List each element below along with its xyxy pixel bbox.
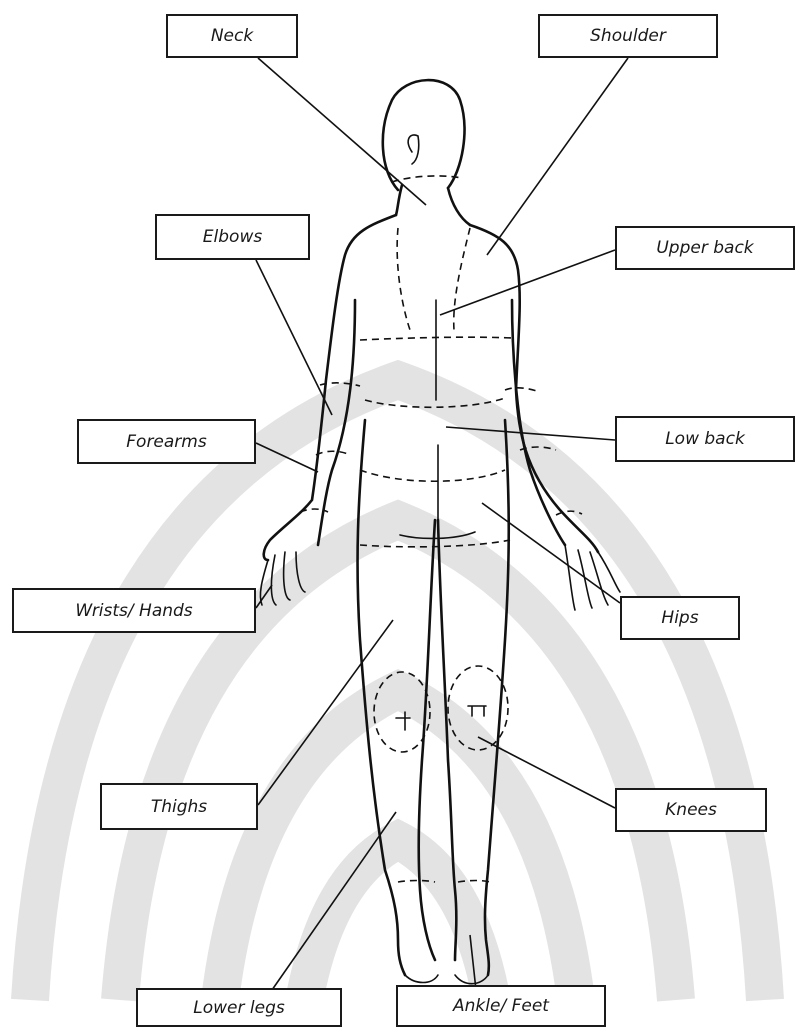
neck-right xyxy=(448,188,470,225)
label-forearms: Forearms xyxy=(77,419,256,464)
shoulder-blade-left xyxy=(397,228,410,330)
ankle-right xyxy=(458,881,490,883)
label-wrists-hands: Wrists/ Hands xyxy=(12,588,256,633)
leader-elbows xyxy=(256,260,332,415)
right-leg-outer xyxy=(485,420,509,975)
left-foot xyxy=(405,975,438,983)
shoulder-blade-right xyxy=(454,228,470,330)
low-back-lower xyxy=(360,470,505,481)
right-knee-mark xyxy=(468,706,486,716)
ear xyxy=(408,135,419,164)
leader-neck xyxy=(258,58,426,205)
label-elbows: Elbows xyxy=(155,214,310,260)
leader-upper-back xyxy=(440,250,615,315)
head xyxy=(383,80,465,190)
label-knees: Knees xyxy=(615,788,767,832)
leader-lower-legs xyxy=(265,812,396,1000)
label-shoulder: Shoulder xyxy=(538,14,718,58)
label-lower-legs: Lower legs xyxy=(136,988,342,1027)
label-upper-back: Upper back xyxy=(615,226,795,270)
forearm-left xyxy=(316,451,350,455)
label-ankle-feet: Ankle/ Feet xyxy=(396,985,606,1027)
label-thighs: Thighs xyxy=(100,783,258,830)
label-hips: Hips xyxy=(620,596,740,640)
elbow-right xyxy=(505,388,540,392)
label-low-back: Low back xyxy=(615,416,795,462)
label-neck: Neck xyxy=(166,14,298,58)
leader-shoulder xyxy=(487,58,628,255)
